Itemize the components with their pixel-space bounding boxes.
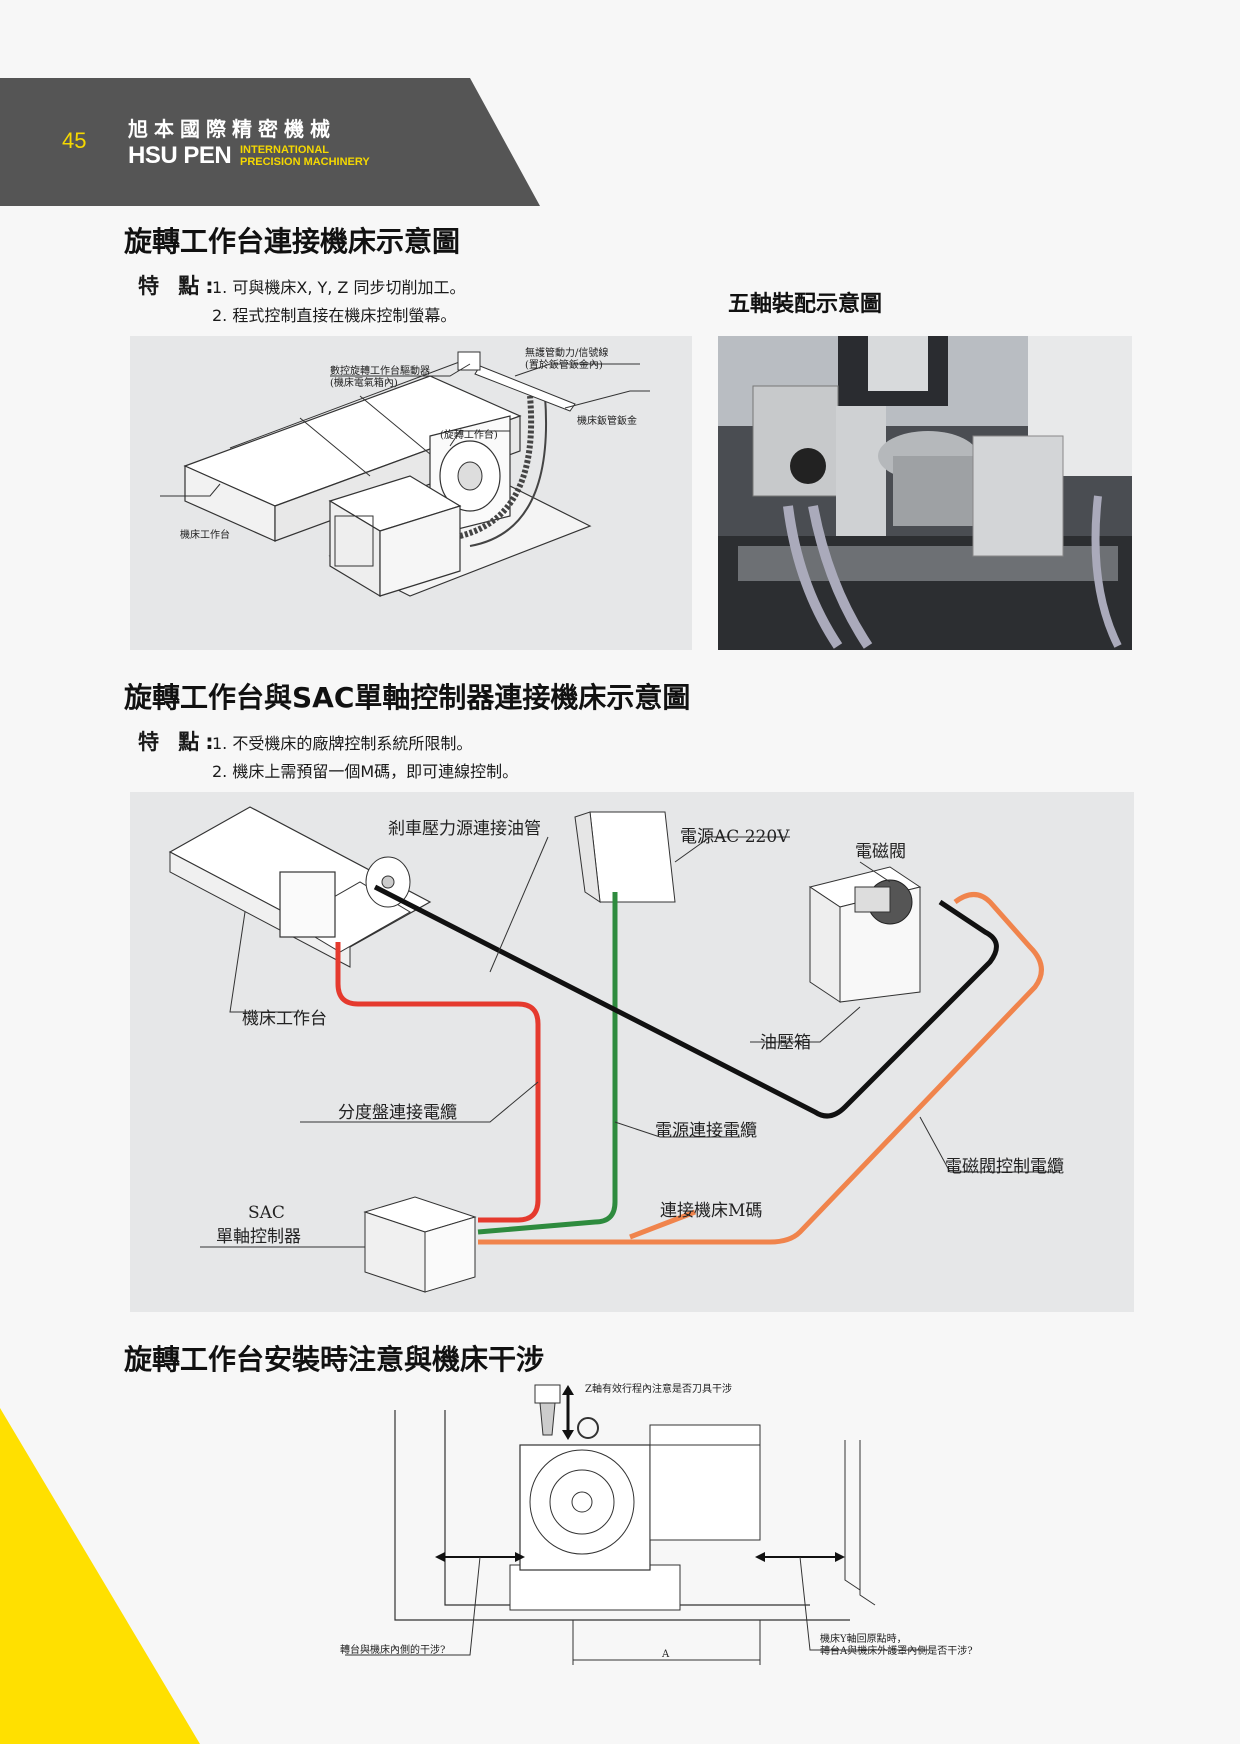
brand-name-en: HSU PEN — [128, 142, 232, 169]
section1-features-label: 特 點: — [138, 274, 220, 298]
solenoid-cable — [478, 892, 1044, 1245]
label-z-axis: Z軸有效行程內注意是否刀具干涉 — [585, 1382, 732, 1395]
label-driver: 數控旋轉工作台驅動器 — [330, 364, 430, 377]
section2-feature-2: 2. 機床上需預留一個M碼，即可連線控制。 — [212, 762, 519, 781]
section2-features-label: 特 點: — [138, 730, 220, 754]
brake-hose — [373, 884, 999, 1119]
index-cable — [335, 942, 541, 1223]
label-sac-controller: 單軸控制器 — [216, 1227, 301, 1247]
brand-sub-line2: PRECISION MACHINERY — [240, 156, 370, 168]
section1-title: 旋轉工作台連接機床示意圖 — [124, 225, 461, 258]
five-axis-photo — [718, 336, 1132, 650]
yellow-corner-decoration — [0, 1408, 200, 1744]
label-left-note: 轉台與機床內側的干涉? — [340, 1643, 445, 1656]
label-machine-table: 機床工作台 — [180, 528, 230, 541]
label-machine-table: 機床工作台 — [242, 1009, 327, 1029]
brand-subtitle: INTERNATIONAL PRECISION MACHINERY — [240, 144, 370, 168]
brand-sub-line1: INTERNATIONAL — [240, 144, 330, 156]
section2-feature-1: 1. 不受機床的廠牌控制系統所限制。 — [212, 734, 473, 753]
label-m-code: 連接機床M碼 — [660, 1201, 762, 1221]
power-cable — [477, 892, 618, 1235]
label-cable-sub: (置於鈑管鈑金內) — [525, 358, 603, 371]
interference-diagram: A Z軸有效行程內注意是否刀具干涉 轉台與機床內側的干涉? 機床Y軸回原點時， … — [330, 1380, 1010, 1680]
label-dim-a: A — [661, 1649, 670, 1660]
section2-title: 旋轉工作台與SAC單軸控制器連接機床示意圖 — [124, 681, 691, 714]
section1-feature-2: 2. 程式控制直接在機床控制螢幕。 — [212, 306, 457, 325]
label-sac: SAC — [248, 1203, 285, 1223]
page-number: 45 — [62, 128, 87, 153]
label-rotary: (旋轉工作台) — [440, 428, 498, 441]
label-oil-tank: 油壓箱 — [760, 1033, 811, 1053]
label-brake-hose: 剎車壓力源連接油管 — [388, 819, 541, 839]
label-sheet-metal: 機床鈑管鈑金 — [577, 414, 637, 427]
label-solenoid-cable: 電磁閥控制電纜 — [945, 1157, 1064, 1177]
section3-title: 旋轉工作台安裝時注意與機床干涉 — [124, 1343, 545, 1376]
sac-connection-diagram: 剎車壓力源連接油管 電源AC 220V 電磁閥 機床工作台 油壓箱 分度盤連接電… — [130, 792, 1134, 1312]
label-solenoid: 電磁閥 — [855, 842, 906, 862]
label-index-cable: 分度盤連接電纜 — [338, 1103, 457, 1123]
section1-feature-1: 1. 可與機床X, Y, Z 同步切削加工。 — [212, 278, 466, 297]
label-power: 電源AC 220V — [680, 827, 790, 847]
label-cable: 無護管動力/信號線 — [525, 346, 608, 359]
header-band — [0, 78, 540, 206]
label-right-note-1: 機床Y軸回原點時， — [820, 1632, 907, 1645]
label-power-cable: 電源連接電纜 — [655, 1121, 757, 1141]
label-right-note-2: 轉台A與機床外護罩內側是否干涉? — [820, 1644, 973, 1657]
brand-name-cn: 旭本國際精密機械 — [128, 117, 336, 141]
rotary-connection-diagram: 數控旋轉工作台驅動器 (機床電氣箱內) 無護管動力/信號線 (置於鈑管鈑金內) … — [130, 336, 692, 650]
label-driver-sub: (機床電氣箱內) — [330, 376, 398, 389]
five-axis-title: 五軸裝配示意圖 — [728, 292, 883, 317]
